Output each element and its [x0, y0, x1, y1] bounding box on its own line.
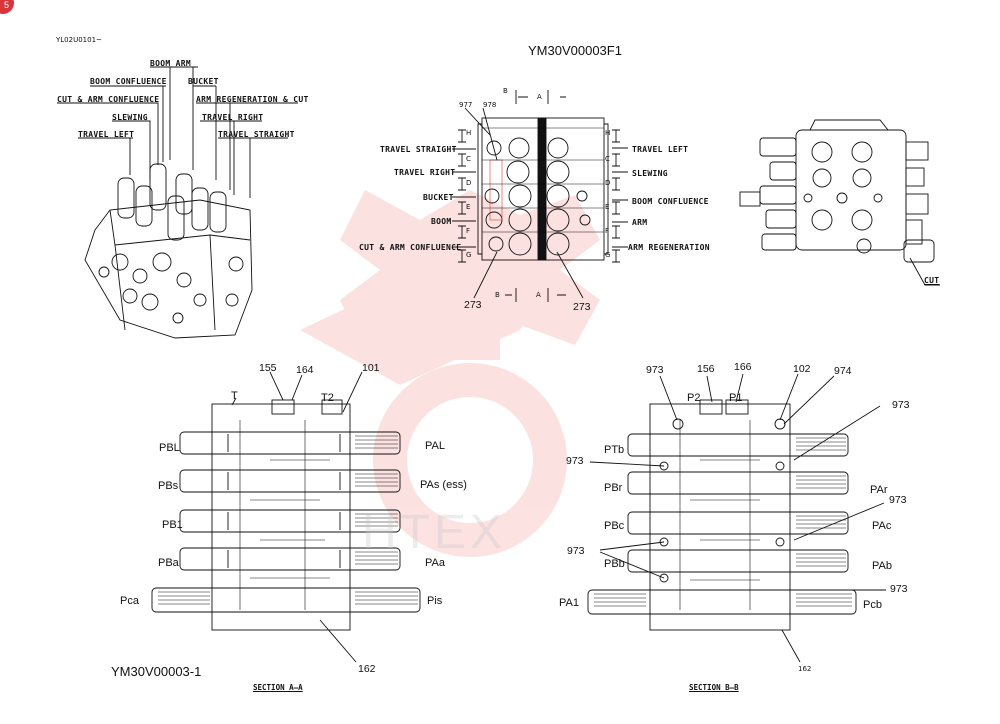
bb-port-pac: PAc: [872, 520, 892, 532]
front-left-label-3: BOOM: [431, 217, 452, 226]
aa-section-title: SECTION A—A: [253, 683, 303, 692]
bb-port-p2: P2: [687, 392, 701, 404]
front-part-977: 977: [459, 101, 473, 109]
bb-port-pa1: PA1: [559, 597, 579, 609]
aa-part-155: 155: [259, 362, 277, 374]
front-right-letter-d: D: [605, 179, 611, 187]
bb-part-973-left-low: 973: [567, 545, 585, 557]
aa-port-t2: T2: [321, 392, 334, 404]
front-left-label-2: BUCKET: [423, 193, 454, 202]
front-right-letter-c: C: [605, 155, 610, 163]
front-left-letter-d: D: [466, 179, 472, 187]
bb-part-973-right-low: 973: [890, 583, 908, 595]
aa-part-101: 101: [362, 362, 380, 374]
bb-part-974: 974: [834, 365, 852, 377]
front-part-273-left: 273: [464, 299, 482, 311]
bb-port-pbb: PBb: [604, 558, 625, 570]
front-left-letter-c: C: [466, 155, 471, 163]
front-left-letter-f: F: [466, 227, 471, 235]
bb-part-166: 166: [734, 361, 752, 373]
front-right-label-2: BOOM CONFLUENCE: [632, 197, 709, 206]
front-part-273-right: 273: [573, 301, 591, 313]
front-left-letter-g: G: [466, 251, 472, 259]
watermark-text: HTEX: [362, 506, 507, 559]
front-section-mark-a-bottom: A: [536, 291, 541, 299]
aa-port-pbl: PBL: [159, 442, 180, 454]
iso-label-boom-confluence: BOOM CONFLUENCE: [90, 77, 167, 86]
front-right-letter-e: E: [605, 203, 610, 211]
front-section-mark-b-top: B: [503, 87, 508, 95]
section-aa-view: [151, 371, 421, 663]
bb-part-162: 162: [798, 665, 812, 673]
aa-port-pal: PAL: [425, 440, 445, 452]
bb-section-title: SECTION B—B: [689, 683, 739, 692]
iso-label-arm-regeneration-cut: ARM REGENERATION & CUT: [196, 95, 309, 104]
bb-part-973-top: 973: [646, 364, 664, 376]
aa-port-pba: PBa: [158, 557, 179, 569]
iso-label-boom-arm: BOOM ARM: [150, 59, 191, 68]
front-left-label-0: TRAVEL STRAIGHT: [380, 145, 457, 154]
front-section-mark-b-bottom: B: [495, 291, 500, 299]
bb-part-102: 102: [793, 363, 811, 375]
iso-label-cut-arm-confluence: CUT & ARM CONFLUENCE: [57, 95, 160, 104]
watermark-logo: [300, 190, 600, 557]
bb-part-973-left: 973: [566, 455, 584, 467]
front-part-978: 978: [483, 101, 497, 109]
front-right-letter-h: H: [605, 129, 611, 137]
iso-label-slewing: SLEWING: [112, 113, 148, 122]
front-left-letter-e: E: [466, 203, 471, 211]
bb-port-pbc: PBc: [604, 520, 625, 532]
front-left-letter-h: H: [466, 129, 472, 137]
front-right-letter-g: G: [605, 251, 611, 259]
bb-port-pab: PAb: [872, 560, 892, 572]
aa-part-162: 162: [358, 663, 376, 675]
front-right-label-1: SLEWING: [632, 169, 668, 178]
aa-port-paa: PAa: [425, 557, 445, 569]
section-bb-view: [587, 373, 886, 663]
aa-port-pas: PAs (ess): [420, 479, 467, 491]
front-right-label-0: TRAVEL LEFT: [632, 145, 689, 154]
aa-port-pis: Pis: [427, 595, 443, 607]
iso-label-bucket: BUCKET: [188, 77, 219, 86]
front-left-label-1: TRAVEL RIGHT: [394, 168, 456, 177]
top-code: YL02U0101~: [56, 36, 102, 44]
side-valve-view: [739, 119, 940, 286]
front-right-label-4: ARM REGENERATION: [628, 243, 710, 252]
iso-label-travel-right: TRAVEL RIGHT: [202, 113, 264, 122]
front-section-mark-a-top: A: [537, 93, 542, 101]
side-cut-label: CUT: [924, 276, 940, 285]
front-right-label-3: ARM: [632, 218, 648, 227]
aa-port-pb1: PB1: [162, 519, 183, 531]
front-left-label-4: CUT & ARM CONFLUENCE: [359, 243, 462, 252]
bb-port-p1: P1: [729, 392, 743, 404]
bb-part-973-right-top: 973: [892, 399, 910, 411]
bb-part-156: 156: [697, 363, 715, 375]
sub-drawing-id: YM30V00003-1: [111, 664, 202, 679]
aa-port-pbs: PBs: [158, 480, 179, 492]
page-number-badge: 5: [0, 0, 14, 14]
aa-part-164: 164: [296, 364, 314, 376]
bb-port-pbr: PBr: [604, 482, 623, 494]
aa-port-t: T: [231, 390, 238, 402]
front-valve-view: [452, 90, 628, 302]
iso-label-travel-left: TRAVEL LEFT: [78, 130, 135, 139]
bb-port-pcb: Pcb: [863, 599, 882, 611]
iso-label-travel-straight: TRAVEL STRAIGHT: [218, 130, 295, 139]
bb-port-par: PAr: [870, 484, 888, 496]
iso-valve-view: [57, 66, 298, 339]
drawing-id: YM30V00003F1: [528, 43, 622, 58]
bb-port-ptb: PTb: [604, 444, 625, 456]
front-right-letter-f: F: [605, 227, 610, 235]
aa-port-pca: Pca: [120, 595, 139, 607]
bb-part-973-right-mid: 973: [889, 494, 907, 506]
